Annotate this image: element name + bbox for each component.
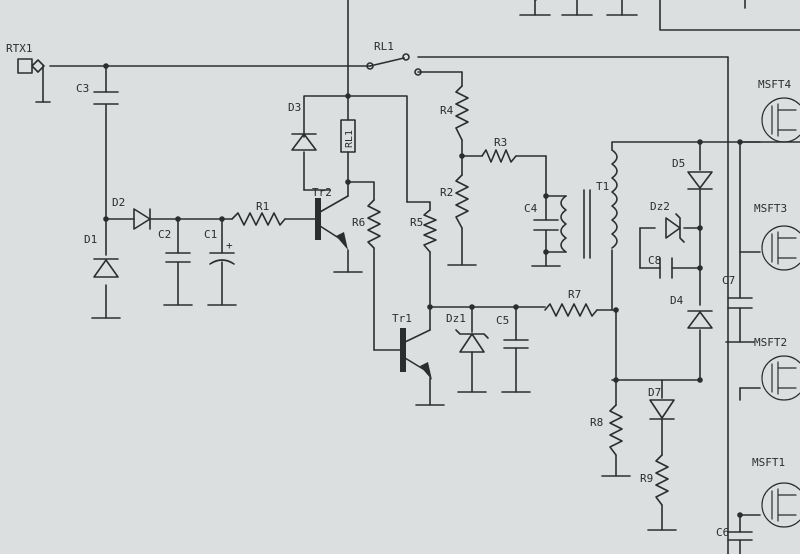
capacitor-c8 (659, 257, 673, 279)
resistor-r3 (481, 149, 517, 163)
label-r5: R5 (410, 216, 423, 229)
capacitor-c7 (727, 297, 753, 309)
label-r2: R2 (440, 186, 453, 199)
label-msft2: MSFT2 (754, 336, 787, 349)
transistor-tr1 (400, 328, 432, 380)
label-r3: R3 (494, 136, 507, 149)
component-labels: RTX1 RL1 C3 D3 R4 R3 R2 Tr2 D2 D1 C2 C1 … (6, 40, 791, 539)
resistor-r4 (455, 85, 469, 141)
label-d2: D2 (112, 196, 125, 209)
relay-rl1-contact (366, 53, 422, 76)
mosfet-msft4 (761, 97, 800, 143)
label-c2: C2 (158, 228, 171, 241)
resistor-r2 (455, 174, 469, 229)
label-msft1: MSFT1 (752, 456, 785, 469)
label-c8: C8 (648, 254, 661, 267)
label-msft3: MSFT3 (754, 202, 787, 215)
resistor-r9 (655, 454, 669, 506)
resistor-r8 (609, 404, 623, 456)
label-d5: D5 (672, 157, 685, 170)
label-d4: D4 (670, 294, 684, 307)
label-c6: C6 (716, 526, 729, 539)
relay-coil-rl1: RL1 (340, 119, 356, 153)
label-r4: R4 (440, 104, 454, 117)
label-d3: D3 (288, 101, 301, 114)
label-c3: C3 (76, 82, 89, 95)
junctions (103, 63, 743, 518)
resistor-r1 (231, 212, 286, 226)
wires (35, 0, 800, 554)
zener-dz2 (665, 213, 685, 243)
label-c1: C1 (204, 228, 217, 241)
label-t1: T1 (596, 180, 609, 193)
rtx1-connector (17, 58, 45, 74)
label-c5: C5 (496, 314, 509, 327)
capacitor-c1 (209, 252, 235, 265)
label-rl1: RL1 (374, 40, 394, 53)
label-c1-plus: + (226, 239, 233, 252)
resistor-r5 (423, 209, 437, 253)
diode-d4 (687, 310, 713, 329)
label-dz2: Dz2 (650, 200, 670, 213)
capacitor-c3 (93, 91, 119, 105)
svg-text:RL1: RL1 (344, 130, 355, 148)
diode-d7 (649, 399, 675, 420)
capacitor-c6 (727, 531, 753, 541)
resistor-r7 (544, 303, 598, 317)
diode-d2 (133, 208, 151, 230)
diode-d5 (687, 171, 713, 190)
resistor-r6 (367, 199, 381, 249)
label-r7: R7 (568, 288, 581, 301)
transformer-t1 (560, 149, 618, 259)
transistor-tr2 (315, 198, 348, 250)
capacitor-c2 (165, 252, 191, 263)
label-r6: R6 (352, 216, 365, 229)
label-rtx1: RTX1 (6, 42, 33, 55)
label-dz1: Dz1 (446, 312, 466, 325)
label-d1: D1 (84, 233, 97, 246)
label-c7: C7 (722, 274, 735, 287)
zener-dz1 (455, 329, 489, 353)
diode-d1 (93, 258, 119, 278)
diode-d3 (291, 133, 317, 151)
label-tr2: Tr2 (312, 186, 332, 199)
mosfet-msft3 (761, 225, 800, 271)
label-c4: C4 (524, 202, 538, 215)
label-d7: D7 (648, 386, 661, 399)
label-tr1: Tr1 (392, 312, 412, 325)
label-r9: R9 (640, 472, 653, 485)
label-msft4: MSFT4 (758, 78, 791, 91)
label-r1: R1 (256, 200, 269, 213)
capacitor-c4 (533, 219, 559, 231)
mosfet-msft2 (761, 355, 800, 401)
mosfet-msft1 (761, 482, 800, 528)
label-r8: R8 (590, 416, 603, 429)
capacitor-c5 (503, 339, 529, 349)
